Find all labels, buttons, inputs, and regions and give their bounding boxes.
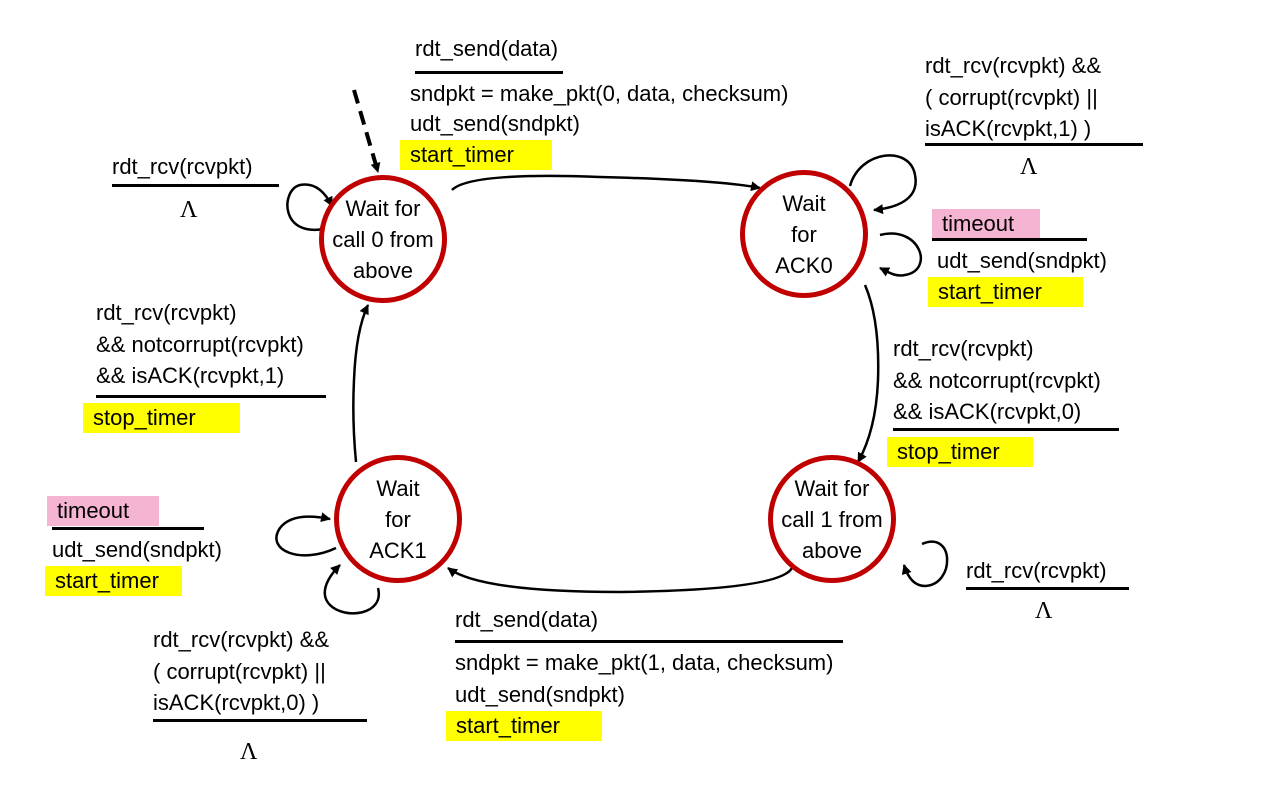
transition-action: sndpkt = make_pkt(1, data, checksum)	[455, 650, 834, 675]
transition-timeout-event: timeout	[932, 209, 1040, 239]
transition-divider	[455, 640, 843, 643]
selfloop-ack0-corrupt	[848, 154, 917, 215]
transition-event: isACK(rcvpkt,0) )	[153, 690, 320, 715]
state-line: above	[802, 537, 862, 563]
transition-highlight-action: start_timer	[928, 277, 1083, 307]
arrow-ack0-to-call1	[856, 284, 880, 463]
transition-highlight-action: stop_timer	[83, 403, 240, 433]
transition-event: isACK(rcvpkt,1) )	[925, 116, 1092, 141]
arrow-ack1-to-call0	[352, 304, 370, 463]
state-wait-ack0: Wait for ACK0	[740, 170, 868, 298]
state-wait-ack1: Wait for ACK1	[334, 455, 462, 583]
transition-divider	[52, 527, 204, 530]
transition-event: rdt_rcv(rcvpkt) &&	[925, 53, 1102, 78]
state-line: for	[791, 221, 817, 247]
lambda-symbol: Λ	[1020, 154, 1038, 180]
transition-divider	[153, 719, 367, 722]
arrow-call1-to-ack1	[447, 566, 794, 594]
state-line: ACK0	[775, 252, 833, 278]
selfloop-ack1-corrupt	[323, 564, 381, 615]
transition-divider	[925, 143, 1143, 146]
state-wait-call1: Wait for call 1 from above	[768, 455, 896, 583]
state-line: for	[385, 506, 411, 532]
state-wait-call0: Wait for call 0 from above	[319, 175, 447, 303]
initial-state-arrow	[352, 89, 381, 173]
state-line: Wait for	[794, 475, 870, 501]
transition-action: udt_send(sndpkt)	[410, 111, 580, 136]
transition-event: rdt_rcv(rcvpkt)	[96, 300, 237, 325]
transition-event: rdt_rcv(rcvpkt) &&	[153, 627, 330, 652]
lambda-symbol: Λ	[1035, 598, 1053, 624]
selfloop-ack1-timeout	[275, 512, 337, 557]
selfloop-call0	[286, 183, 334, 232]
transition-event: && notcorrupt(rcvpkt)	[96, 332, 304, 357]
transition-event: rdt_rcv(rcvpkt)	[893, 336, 1034, 361]
transition-event: rdt_send(data)	[455, 607, 599, 632]
transition-divider	[932, 238, 1087, 241]
transition-highlight-action: start_timer	[400, 140, 552, 170]
transition-divider	[415, 71, 563, 74]
state-line: call 1 from	[781, 506, 883, 532]
transition-event: && notcorrupt(rcvpkt)	[893, 368, 1101, 393]
state-line: Wait	[376, 475, 420, 501]
lambda-symbol: Λ	[240, 739, 258, 765]
transition-action: udt_send(sndpkt)	[52, 537, 222, 562]
state-line: call 0 from	[332, 226, 434, 252]
selfloop-call1	[901, 540, 949, 588]
transition-highlight-action: start_timer	[446, 711, 602, 741]
state-line: Wait	[782, 190, 826, 216]
transition-event: && isACK(rcvpkt,0)	[893, 399, 1082, 424]
transition-event: rdt_send(data)	[415, 36, 559, 61]
transition-divider	[112, 184, 279, 187]
transition-action: sndpkt = make_pkt(0, data, checksum)	[410, 81, 789, 106]
transition-divider	[96, 395, 326, 398]
transition-highlight-action: start_timer	[45, 566, 182, 596]
transition-event: && isACK(rcvpkt,1)	[96, 363, 285, 388]
transition-action: udt_send(sndpkt)	[455, 682, 625, 707]
selfloop-ack0-timeout	[879, 232, 923, 277]
transition-highlight-action: stop_timer	[887, 437, 1033, 467]
transition-action: udt_send(sndpkt)	[937, 248, 1107, 273]
transition-timeout-event: timeout	[47, 496, 159, 526]
state-line: above	[353, 257, 413, 283]
transition-event: rdt_rcv(rcvpkt)	[112, 154, 253, 179]
transition-divider	[893, 428, 1119, 431]
state-line: ACK1	[369, 537, 427, 563]
lambda-symbol: Λ	[180, 197, 198, 223]
transition-event: rdt_rcv(rcvpkt)	[966, 558, 1107, 583]
arrow-call0-to-ack0	[451, 174, 761, 192]
transition-event: ( corrupt(rcvpkt) ||	[925, 85, 1098, 110]
transition-event: ( corrupt(rcvpkt) ||	[153, 659, 326, 684]
state-line: Wait for	[345, 195, 421, 221]
transition-divider	[966, 587, 1129, 590]
